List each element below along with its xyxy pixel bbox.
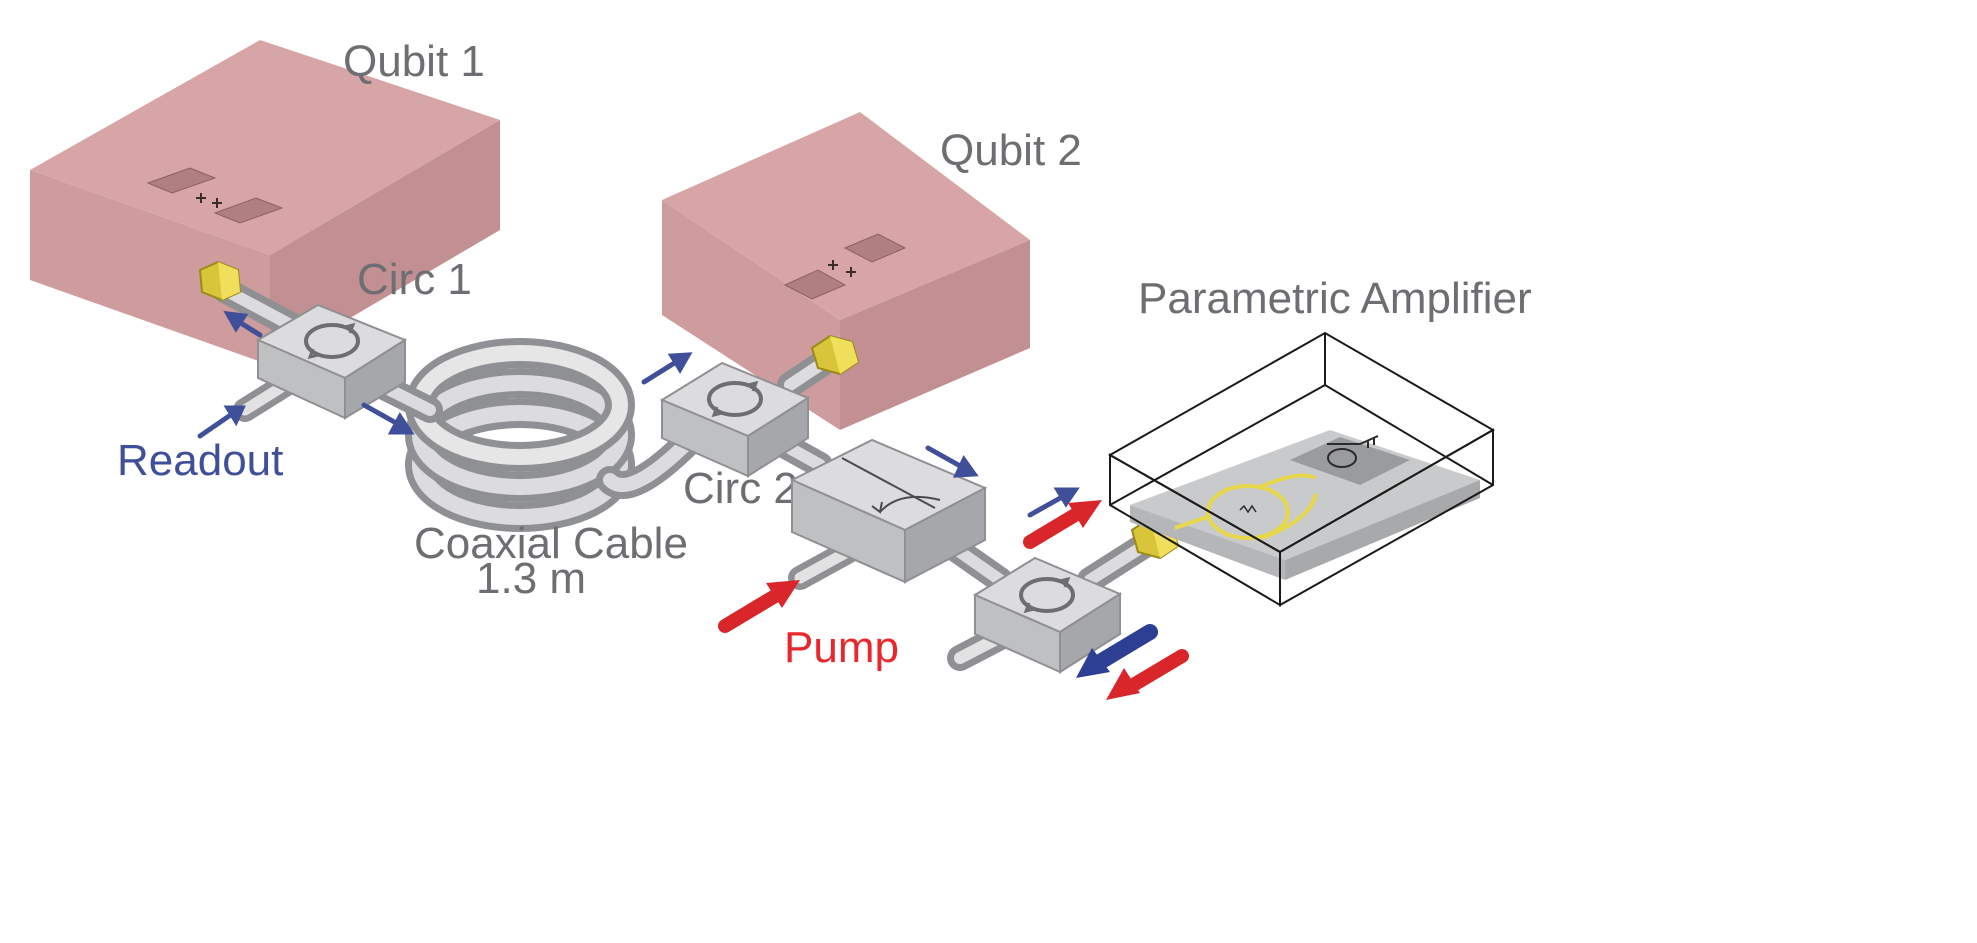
circ-2-label: Circ 2 <box>683 464 798 513</box>
isolator-arrow-icon <box>871 495 941 514</box>
qubit-1-label: Qubit 1 <box>343 37 485 86</box>
blue-arrow-icon <box>361 402 415 435</box>
blue-arrow-icon <box>197 405 246 439</box>
qubit-2-label: Qubit 2 <box>940 126 1082 175</box>
parametric-amplifier <box>1107 331 1496 607</box>
coax-label-name: Coaxial Cable <box>414 519 688 568</box>
circular-arrows-icon <box>304 322 360 360</box>
circulator-3 <box>972 556 1123 674</box>
readout-label: Readout <box>117 436 283 485</box>
sma-connector-qubit-1 <box>198 260 242 302</box>
paramp-label: Parametric Amplifier <box>1138 274 1532 323</box>
pump-arrows <box>718 500 1189 700</box>
circulator-1 <box>255 303 408 420</box>
circular-arrows-icon <box>707 380 763 418</box>
blue-arrow-icon <box>925 445 979 478</box>
pump-label: Pump <box>784 623 899 672</box>
red-arrow-icon <box>1023 500 1102 549</box>
red-arrow-icon <box>1106 649 1189 700</box>
blue-arrow-icon <box>641 352 693 385</box>
sma-connector-qubit-2 <box>810 334 860 376</box>
readout-signal-arrows <box>197 310 1080 518</box>
circ-1-label: Circ 1 <box>357 255 472 304</box>
blue-arrow-icon <box>223 310 263 338</box>
blue-arrow-icon <box>1027 487 1080 518</box>
circulator-2 <box>659 361 811 478</box>
qubit-1-chip-pads <box>146 167 284 224</box>
isolator <box>789 438 988 584</box>
red-arrow-icon <box>718 580 800 633</box>
squid-icon <box>1239 435 1379 514</box>
coaxial-cable-coil <box>405 338 704 532</box>
qubit-1-cavity <box>30 40 500 365</box>
output-blue-arrow <box>1076 624 1158 678</box>
qubit-2-chip-pads <box>783 233 907 300</box>
circular-arrows-icon <box>1019 576 1075 614</box>
paramp-enclosure <box>1107 331 1496 607</box>
coax-label-length: 1.3 m <box>476 554 586 603</box>
